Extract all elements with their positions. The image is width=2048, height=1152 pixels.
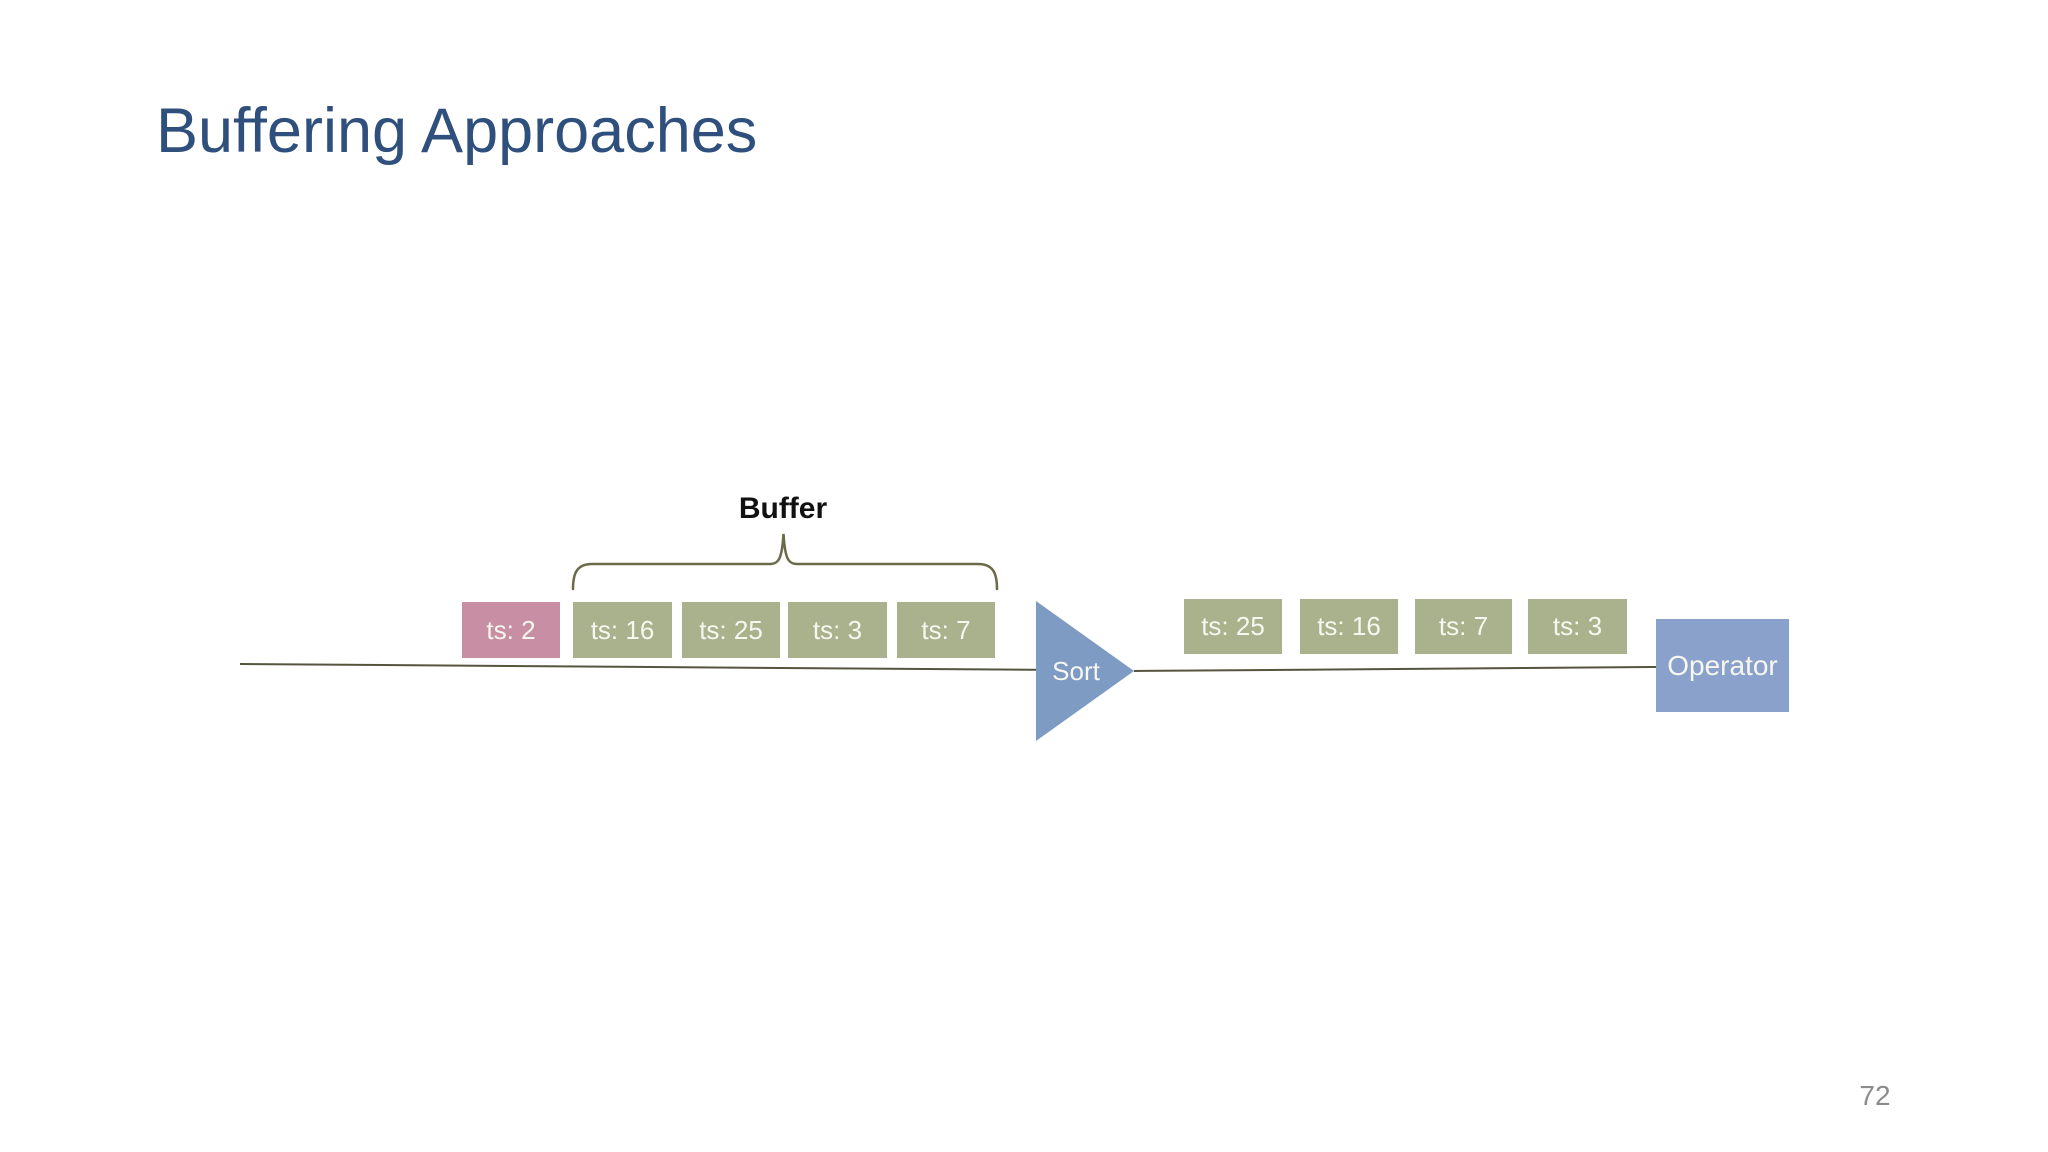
slide-title: Buffering Approaches — [156, 96, 758, 166]
input-ts-box-1: ts: 2 — [462, 602, 560, 658]
output-ts-box-3: ts: 7 — [1415, 599, 1512, 654]
input-ts-box-2: ts: 16 — [573, 602, 672, 658]
input-ts-box-4: ts: 3 — [788, 602, 887, 658]
sort-label: Sort — [1052, 656, 1100, 686]
page-number: 72 — [1859, 1080, 1891, 1111]
timeline-line-right — [1133, 666, 1657, 672]
buffer-brace — [571, 533, 999, 591]
buffer-label: Buffer — [738, 492, 828, 525]
timeline-line-left — [239, 663, 1061, 671]
sort-triangle — [1036, 601, 1134, 741]
input-ts-box-5: ts: 7 — [897, 602, 995, 658]
output-ts-box-2: ts: 16 — [1300, 599, 1398, 654]
operator-box: Operator — [1656, 619, 1789, 712]
output-ts-box-1: ts: 25 — [1184, 599, 1282, 654]
output-ts-box-4: ts: 3 — [1528, 599, 1627, 654]
input-ts-box-3: ts: 25 — [682, 602, 780, 658]
